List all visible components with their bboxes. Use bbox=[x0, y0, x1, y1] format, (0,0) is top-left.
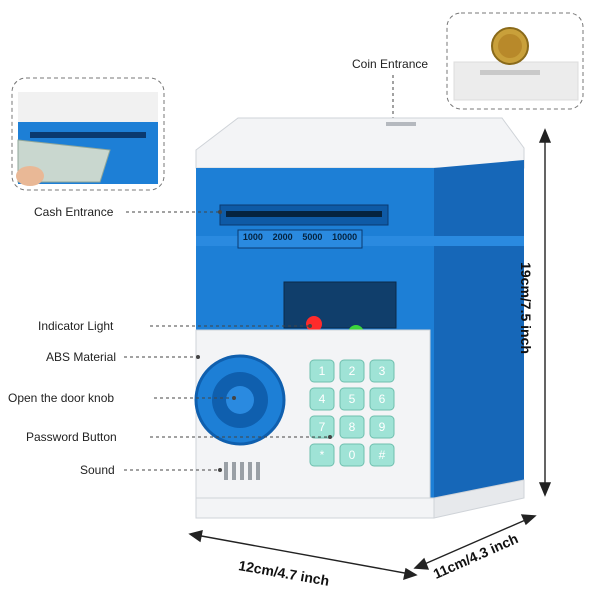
keypad-key-label: 7 bbox=[319, 420, 326, 434]
keypad-key-label: 4 bbox=[319, 392, 326, 406]
cash-inset bbox=[11, 77, 165, 191]
denomination-label: 1000 bbox=[242, 232, 263, 242]
keypad-key bbox=[339, 415, 365, 439]
indicator-light-label: Indicator Light bbox=[38, 319, 114, 333]
door-knob-label: Open the door knob bbox=[8, 391, 115, 405]
keypad-key bbox=[339, 387, 365, 411]
denomination-label: 2000 bbox=[272, 232, 293, 242]
keypad-key-label: 6 bbox=[379, 392, 386, 406]
keypad-key-label: 2 bbox=[349, 364, 356, 378]
keypad-key bbox=[309, 443, 335, 467]
keypad-key bbox=[309, 359, 335, 383]
keypad-key-label: 3 bbox=[379, 364, 386, 378]
keypad: 1 2 3 4 5 6 7 8 9 * 0 # bbox=[309, 359, 395, 467]
keypad-key bbox=[339, 359, 365, 383]
keypad-key bbox=[369, 359, 395, 383]
coin-inset bbox=[446, 12, 584, 110]
keypad-key-label: 8 bbox=[349, 420, 356, 434]
keypad-key bbox=[309, 415, 335, 439]
keypad-key-label: # bbox=[379, 448, 386, 462]
keypad-key bbox=[369, 387, 395, 411]
sound-label: Sound bbox=[80, 463, 115, 477]
keypad-key-label: 0 bbox=[349, 448, 356, 462]
cash-entrance-label: Cash Entrance bbox=[34, 205, 114, 219]
keypad-key bbox=[309, 387, 335, 411]
speaker-grill-icon bbox=[224, 462, 260, 480]
height-dimension-label: 19cm/7.5 inch bbox=[517, 262, 534, 354]
abs-material-label: ABS Material bbox=[46, 350, 117, 364]
keypad-key bbox=[339, 443, 365, 467]
keypad-key-label: * bbox=[320, 448, 325, 462]
denomination-strip: 1000 2000 5000 10000 bbox=[238, 232, 362, 246]
coin-entrance-label: Coin Entrance bbox=[352, 57, 429, 71]
denomination-label: 10000 bbox=[332, 232, 358, 242]
keypad-key bbox=[369, 443, 395, 467]
keypad-key-label: 5 bbox=[349, 392, 356, 406]
keypad-key bbox=[369, 415, 395, 439]
keypad-key-label: 1 bbox=[319, 364, 326, 378]
password-button-label: Password Button bbox=[26, 430, 117, 444]
keypad-key-label: 9 bbox=[379, 420, 386, 434]
denomination-label: 5000 bbox=[302, 232, 323, 242]
